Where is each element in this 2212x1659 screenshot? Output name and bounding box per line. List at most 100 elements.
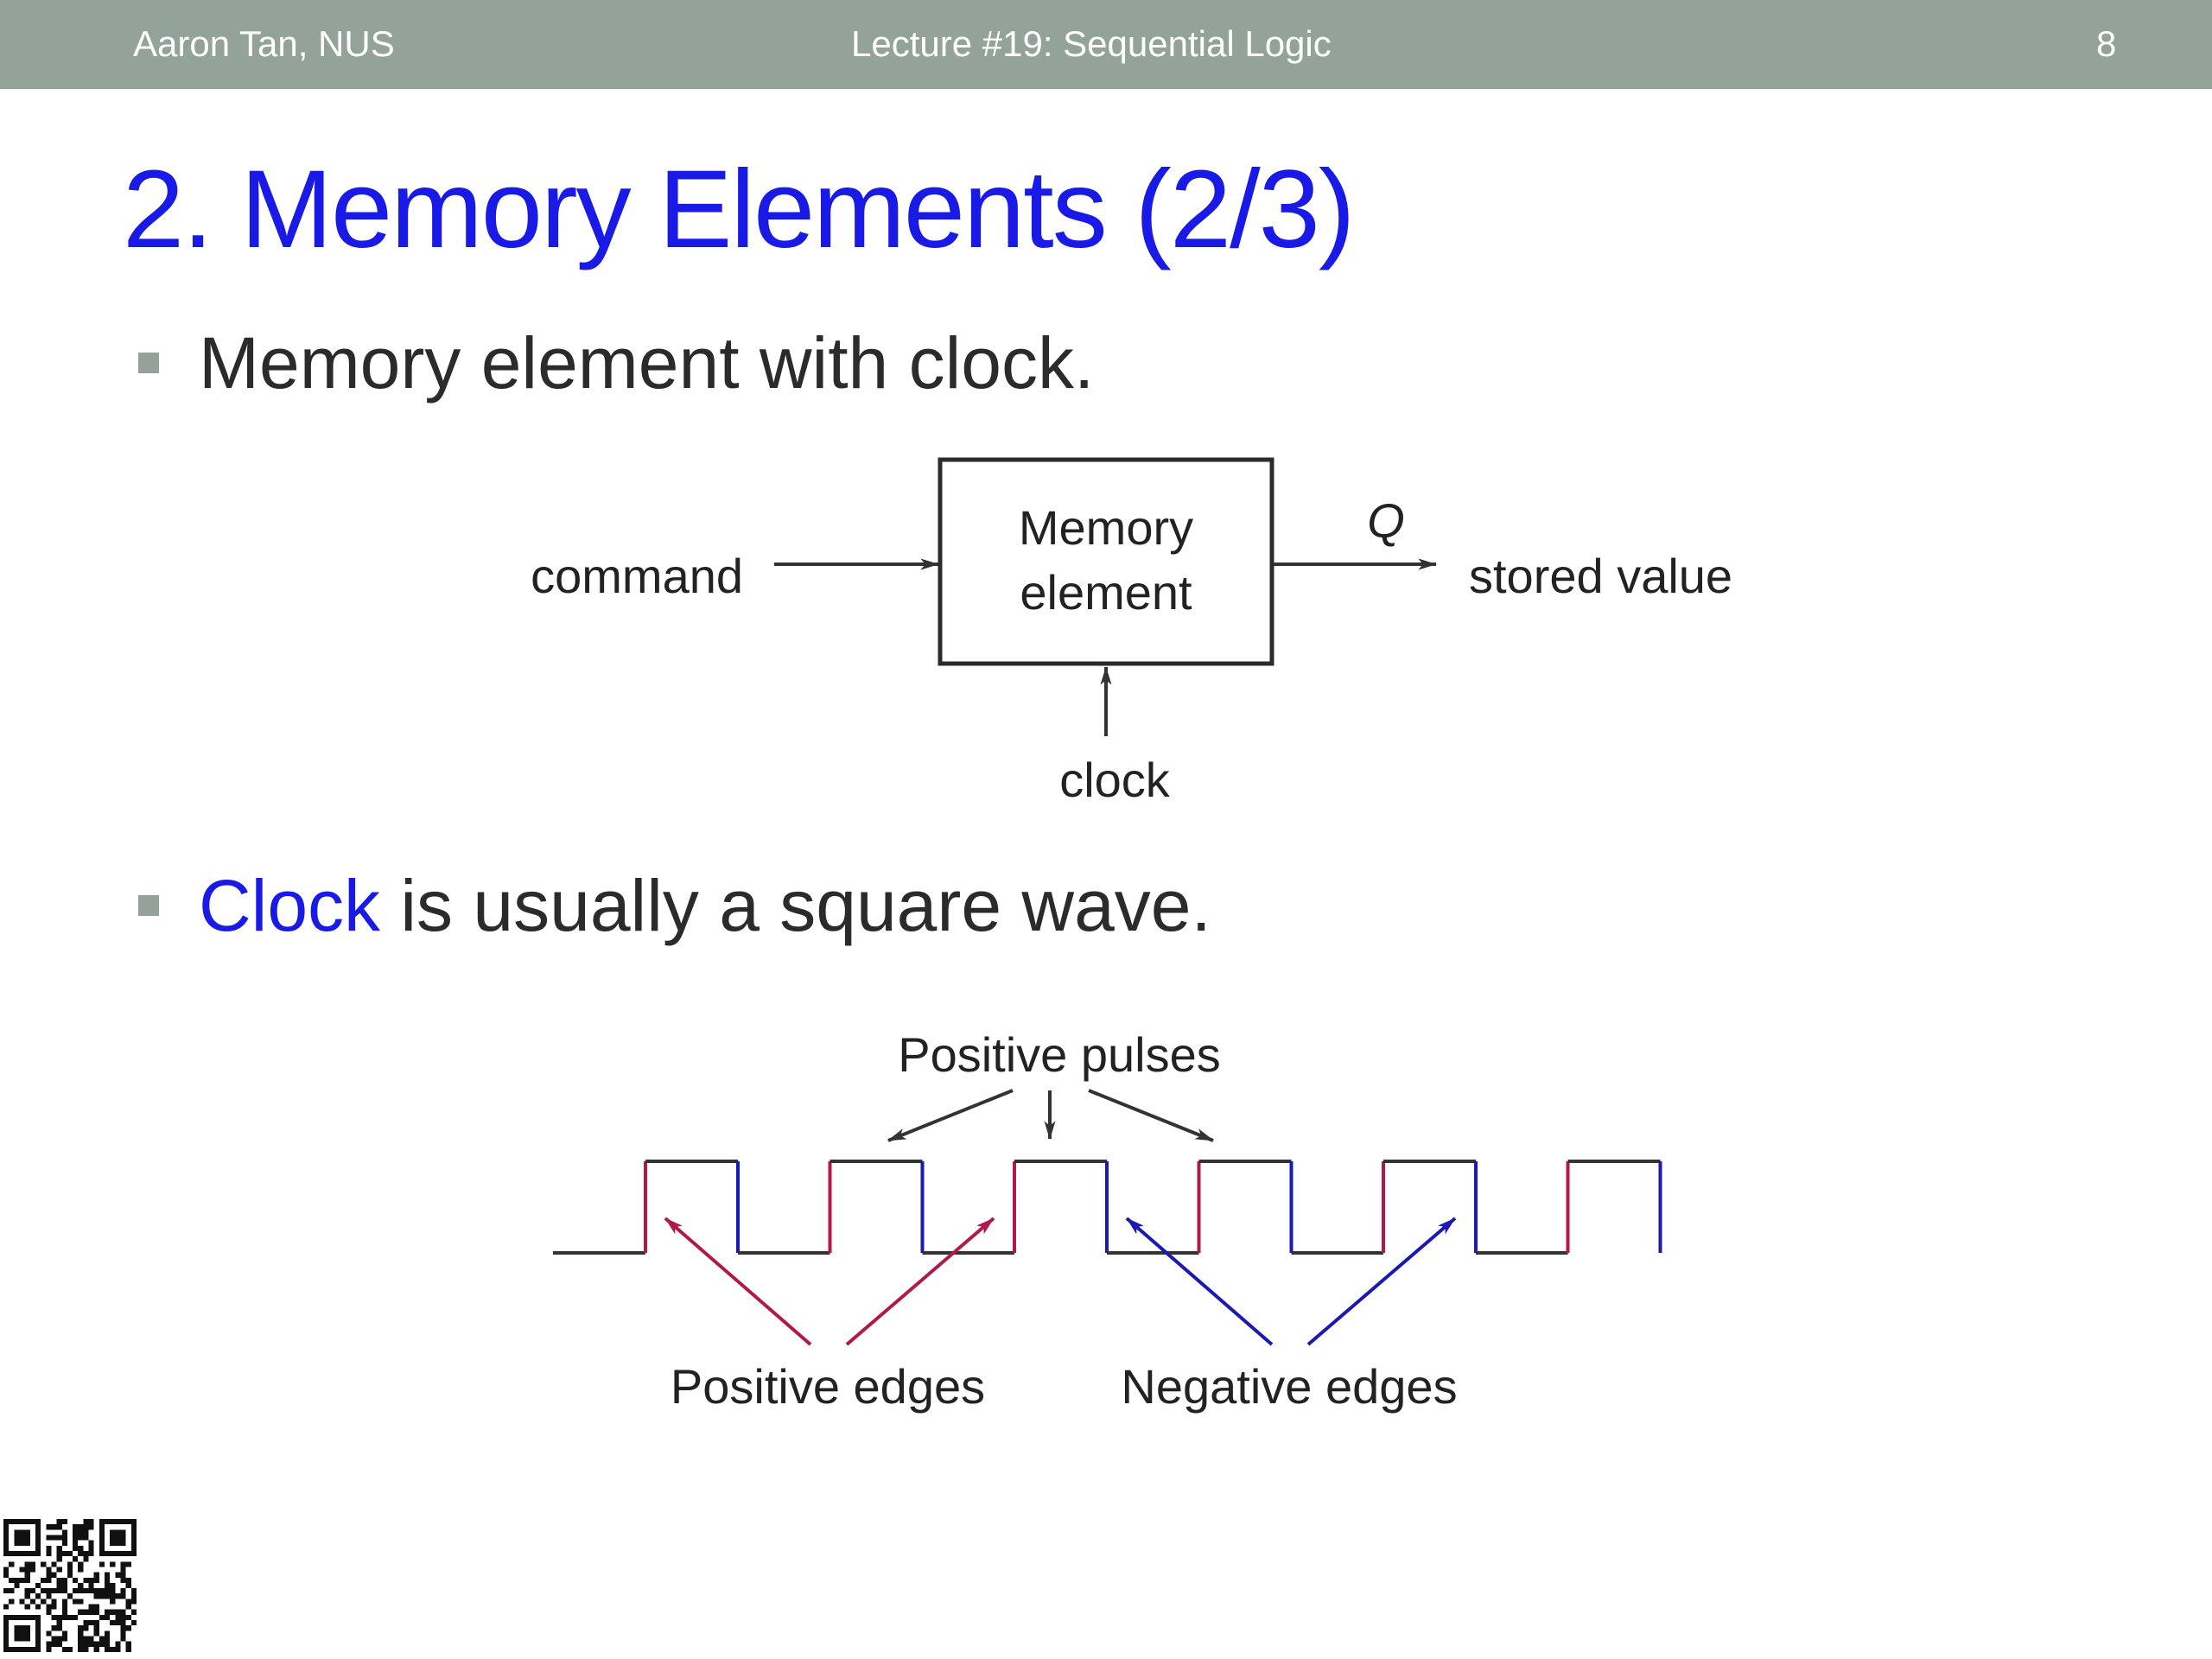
qr-module (130, 1550, 137, 1557)
qr-module (67, 1567, 73, 1573)
qr-module (67, 1646, 73, 1652)
qr-module (78, 1524, 84, 1530)
qr-module (19, 1550, 25, 1557)
qr-module (19, 1567, 25, 1573)
qr-module (110, 1588, 116, 1594)
qr-module (115, 1519, 121, 1525)
qr-module (125, 1550, 131, 1557)
qr-module (14, 1540, 20, 1546)
qr-module (3, 1646, 10, 1652)
positive-edge-pointer-2 (845, 1217, 995, 1346)
qr-module (105, 1641, 111, 1647)
qr-module (46, 1535, 52, 1541)
qr-module (14, 1550, 20, 1557)
qr-module (19, 1636, 25, 1642)
qr-module (88, 1550, 94, 1557)
negative-edges-label: Negative edges (1121, 1359, 1457, 1414)
qr-module (3, 1604, 10, 1610)
qr-module (110, 1540, 116, 1546)
qr-module (46, 1609, 52, 1615)
qr-module (56, 1582, 62, 1589)
qr-module (88, 1588, 94, 1594)
memory-element-diagram: Memory element command Q stored value cl… (531, 457, 1732, 807)
qr-module (120, 1588, 126, 1594)
qr-module (19, 1625, 25, 1631)
qr-module (56, 1550, 62, 1557)
qr-module (88, 1524, 94, 1530)
command-label: command (531, 549, 743, 603)
positive-pulses-label: Positive pulses (898, 1027, 1221, 1082)
qr-module (99, 1561, 105, 1567)
qr-module (110, 1620, 116, 1626)
qr-module (61, 1550, 67, 1557)
qr-module (3, 1550, 10, 1557)
header-page-number: 8 (2096, 23, 2117, 64)
clock-wave-diagram: Positive pulses Positive edges Negative … (553, 1027, 1662, 1414)
qr-module (83, 1535, 89, 1541)
qr-module (93, 1620, 99, 1626)
qr-module (24, 1646, 30, 1652)
qr-module (9, 1614, 15, 1621)
qr-module (73, 1540, 79, 1546)
pulse-pointer-left (887, 1089, 1014, 1142)
qr-module (24, 1529, 30, 1535)
qr-module (83, 1524, 89, 1530)
qr-module (105, 1646, 111, 1652)
qr-module (35, 1582, 41, 1589)
qr-module (24, 1519, 30, 1525)
qr-module (67, 1550, 73, 1557)
qr-module (78, 1567, 84, 1573)
qr-module (19, 1614, 25, 1621)
qr-module (99, 1545, 105, 1551)
qr-module (88, 1545, 94, 1551)
qr-module (73, 1556, 79, 1562)
square-wave (553, 1160, 1662, 1255)
qr-module (24, 1604, 30, 1610)
qr-module (3, 1625, 10, 1631)
qr-module (99, 1540, 105, 1546)
qr-module (61, 1540, 67, 1546)
qr-module (78, 1582, 84, 1589)
qr-module (110, 1599, 116, 1605)
qr-module (29, 1550, 35, 1557)
qr-module (61, 1609, 67, 1615)
qr-module (3, 1519, 10, 1525)
qr-module (83, 1556, 89, 1562)
qr-module (93, 1577, 99, 1583)
qr-module (3, 1588, 10, 1594)
qr-module (120, 1550, 126, 1557)
qr-module (29, 1599, 35, 1605)
qr-module (78, 1599, 84, 1605)
qr-module (3, 1630, 10, 1637)
qr-module (29, 1519, 35, 1525)
qr-module (73, 1588, 79, 1594)
qr-module (88, 1582, 94, 1589)
qr-module (61, 1582, 67, 1589)
qr-module (73, 1535, 79, 1541)
qr-module (110, 1561, 116, 1567)
qr-module (99, 1519, 105, 1525)
qr-module (46, 1593, 52, 1599)
qr-module (61, 1636, 67, 1642)
qr-module (56, 1519, 62, 1525)
qr-module (105, 1593, 111, 1599)
qr-module (130, 1599, 137, 1605)
qr-module (120, 1567, 126, 1573)
qr-module (83, 1636, 89, 1642)
qr-module (78, 1609, 84, 1615)
qr-module (46, 1572, 52, 1578)
qr-module (88, 1636, 94, 1642)
qr-module (56, 1636, 62, 1642)
qr-module (88, 1620, 94, 1626)
qr-module (41, 1599, 47, 1605)
qr-module (3, 1524, 10, 1530)
qr-module (35, 1529, 41, 1535)
qr-module (35, 1614, 41, 1621)
qr-module (115, 1529, 121, 1535)
memory-box-label-line1: Memory (1019, 500, 1193, 555)
qr-module (35, 1625, 41, 1631)
qr-module (19, 1540, 25, 1546)
qr-module (93, 1572, 99, 1578)
qr-module (83, 1641, 89, 1647)
qr-module (125, 1519, 131, 1525)
